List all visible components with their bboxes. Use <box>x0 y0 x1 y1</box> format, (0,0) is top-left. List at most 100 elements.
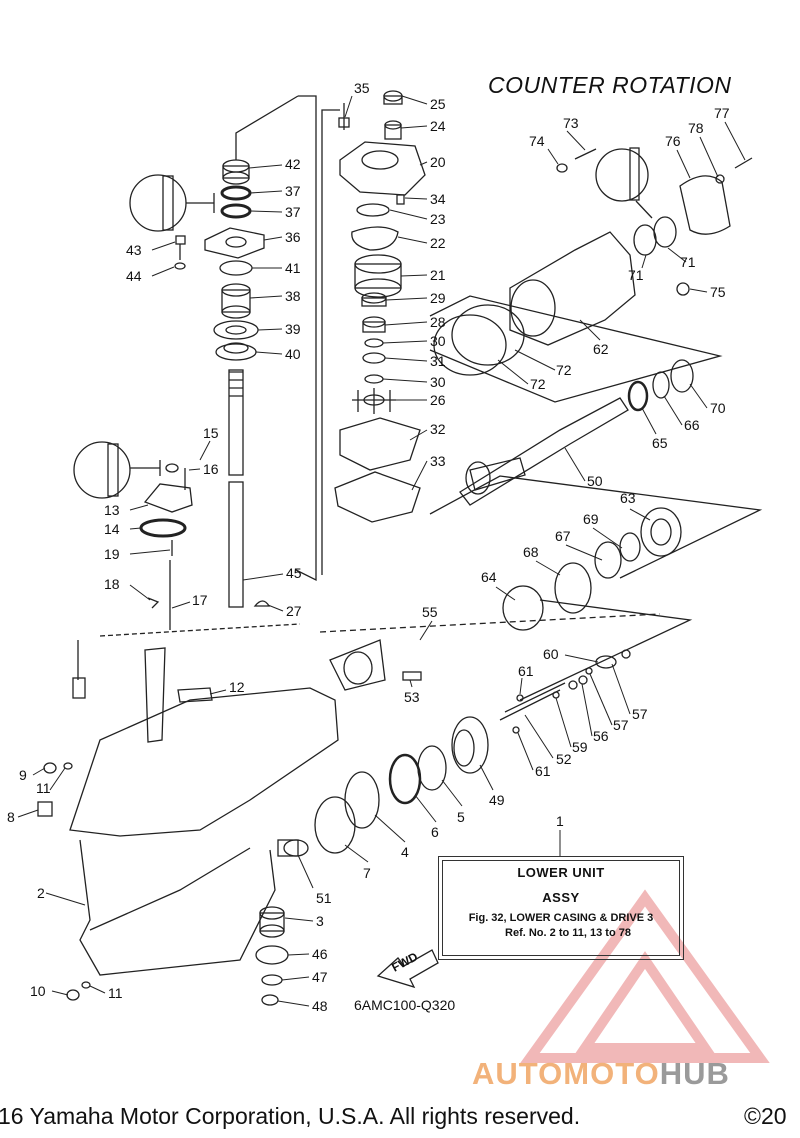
part-callout-59: 59 <box>572 739 588 755</box>
part-callout-61: 61 <box>518 663 534 679</box>
bracket-line <box>321 109 340 575</box>
copyright-year: ©20 <box>744 1103 787 1129</box>
info-box-border <box>442 860 680 956</box>
part-callout-30: 30 <box>430 333 446 349</box>
part-callout-26: 26 <box>430 392 446 408</box>
part-callout-60: 60 <box>543 646 559 662</box>
part-callout-71: 71 <box>680 254 696 270</box>
part-callout-1: 1 <box>556 813 564 829</box>
part-callout-51: 51 <box>316 890 332 906</box>
part-callout-3: 3 <box>316 913 324 929</box>
fwd-arrow-icon <box>376 949 439 989</box>
part-callout-76: 76 <box>665 133 681 149</box>
part-callout-31: 31 <box>430 353 446 369</box>
part-callout-8: 8 <box>7 809 15 825</box>
driveshaft-lower <box>228 481 244 608</box>
part-callout-53: 53 <box>404 689 420 705</box>
part-callout-20: 20 <box>430 154 446 170</box>
part-callout-43: 43 <box>126 242 142 258</box>
diagram-title: COUNTER ROTATION <box>488 72 732 98</box>
part-callout-7: 7 <box>363 865 371 881</box>
driveshaft-upper <box>228 369 244 476</box>
part-callout-49: 49 <box>489 792 505 808</box>
part-callout-74: 74 <box>529 133 545 149</box>
part-callout-57: 57 <box>613 717 629 733</box>
part-callout-15: 15 <box>203 425 219 441</box>
watermark-part-1: AUTOMOTO <box>472 1056 660 1091</box>
part-callout-30: 30 <box>430 374 446 390</box>
part-callout-21: 21 <box>430 267 446 283</box>
part-callout-38: 38 <box>285 288 301 304</box>
part-callout-67: 67 <box>555 528 571 544</box>
part-callout-48: 48 <box>312 998 328 1014</box>
part-callout-44: 44 <box>126 268 142 284</box>
part-callout-65: 65 <box>652 435 668 451</box>
part-callout-18: 18 <box>104 576 120 592</box>
part-callout-37: 37 <box>285 204 301 220</box>
part-callout-12: 12 <box>229 679 245 695</box>
part-callout-66: 66 <box>684 417 700 433</box>
part-callout-46: 46 <box>312 946 328 962</box>
part-76 <box>679 175 731 235</box>
part-callout-68: 68 <box>523 544 539 560</box>
part-callout-11: 11 <box>108 985 123 1001</box>
part-callout-47: 47 <box>312 969 328 985</box>
part-callout-9: 9 <box>19 767 27 783</box>
part-callout-10: 10 <box>30 983 46 999</box>
part-callout-35: 35 <box>354 80 370 96</box>
part-callout-75: 75 <box>710 284 726 300</box>
part-callout-14: 14 <box>104 521 120 537</box>
part-callout-69: 69 <box>583 511 599 527</box>
part-callout-72: 72 <box>556 362 572 378</box>
info-line-4: Ref. No. 2 to 11, 13 to 78 <box>505 927 631 939</box>
part-callout-42: 42 <box>285 156 301 172</box>
part-callout-72: 72 <box>530 376 546 392</box>
lower-casing <box>69 687 339 837</box>
part-callout-77: 77 <box>714 105 730 121</box>
part-callout-32: 32 <box>430 421 446 437</box>
info-line-3: Fig. 32, LOWER CASING & DRIVE 3 <box>468 912 654 924</box>
part-callout-61: 61 <box>535 763 551 779</box>
part-callout-63: 63 <box>620 490 636 506</box>
diagram-code: 6AMC100-Q320 <box>354 997 456 1013</box>
assembly-info-box: LOWER UNIT ASSY Fig. 32, LOWER CASING & … <box>438 856 684 960</box>
part-callout-2: 2 <box>37 885 45 901</box>
part-callout-29: 29 <box>430 290 446 306</box>
part-callout-23: 23 <box>430 211 446 227</box>
part-callout-5: 5 <box>457 809 465 825</box>
part-callout-70: 70 <box>710 400 726 416</box>
part-callout-16: 16 <box>203 461 219 477</box>
part-callout-19: 19 <box>104 546 120 562</box>
part-callout-27: 27 <box>286 603 302 619</box>
part-callout-41: 41 <box>285 260 301 276</box>
part-callout-50: 50 <box>587 473 603 489</box>
part-callout-64: 64 <box>481 569 497 585</box>
part-callout-73: 73 <box>563 115 579 131</box>
part-callout-56: 56 <box>593 728 609 744</box>
info-line-2: ASSY <box>542 890 580 905</box>
part-callout-55: 55 <box>422 604 438 620</box>
part-callout-33: 33 <box>430 453 446 469</box>
watermark-part-2: HUB <box>659 1056 730 1091</box>
watermark-logo <box>520 889 770 1063</box>
part-callout-78: 78 <box>688 120 704 136</box>
part-callout-37: 37 <box>285 183 301 199</box>
part-callout-39: 39 <box>285 321 301 337</box>
part-callout-57: 57 <box>632 706 648 722</box>
part-callout-4: 4 <box>401 844 409 860</box>
part-callout-45: 45 <box>286 565 302 581</box>
part-callout-62: 62 <box>593 341 609 357</box>
info-line-1: LOWER UNIT <box>517 865 605 880</box>
bracket-line <box>235 95 299 160</box>
part-callout-40: 40 <box>285 346 301 362</box>
part-callout-13: 13 <box>104 502 120 518</box>
part-callout-22: 22 <box>430 235 446 251</box>
copyright-text: 16 Yamaha Motor Corporation, U.S.A. All … <box>0 1103 581 1129</box>
part-callout-24: 24 <box>430 118 446 134</box>
part-callout-28: 28 <box>430 314 446 330</box>
bearing-housing-62 <box>509 231 636 346</box>
part-callout-25: 25 <box>430 96 446 112</box>
part-callout-36: 36 <box>285 229 301 245</box>
watermark-text: AUTOMOTOHUB <box>472 1056 730 1092</box>
